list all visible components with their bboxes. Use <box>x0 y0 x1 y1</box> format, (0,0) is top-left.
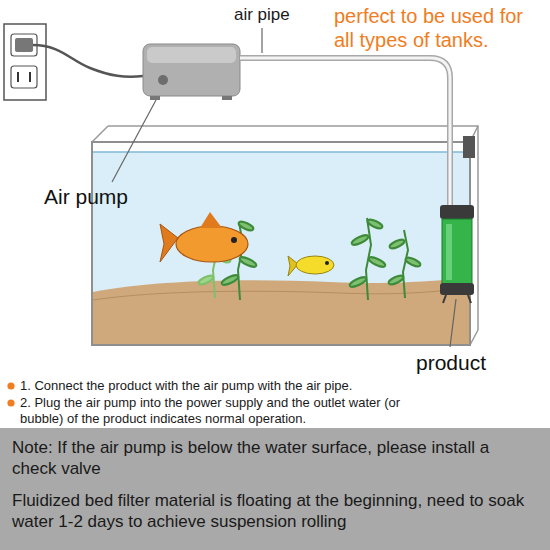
tank-water <box>93 152 469 344</box>
leader-line <box>112 100 156 182</box>
water-plant <box>387 230 421 298</box>
power-cord <box>33 45 143 77</box>
air-pump-body <box>143 44 240 96</box>
orange-fish <box>160 212 248 262</box>
note-text: Note: If the air pump is below the water… <box>12 437 538 480</box>
air-pump-foot <box>150 96 160 100</box>
instruction-text: 2. Plug the air pump into the power supp… <box>20 395 420 426</box>
water-surface <box>93 151 469 153</box>
wall-socket <box>4 24 46 100</box>
air-pump-foot <box>222 96 232 100</box>
socket-outlet <box>11 66 37 88</box>
filter-product <box>440 136 475 303</box>
plug <box>15 38 33 52</box>
bullet-dot <box>7 399 14 406</box>
note-band: Note: If the air pump is below the water… <box>0 428 550 550</box>
bullet-dot <box>7 382 14 389</box>
leader-line <box>450 299 456 347</box>
air-pipe <box>240 58 450 205</box>
tagline: perfect to be used for all types of tank… <box>334 4 548 52</box>
tank-front <box>92 142 470 345</box>
air-pipe-inner <box>240 58 450 205</box>
leader-line <box>261 28 262 53</box>
part-label: air pipe <box>234 5 290 25</box>
note-text: Fluidized bed filter material is floatin… <box>12 490 538 533</box>
air-pump-button <box>158 75 168 85</box>
socket-slots <box>18 72 30 82</box>
instruction-text: 1. Connect the product with the air pump… <box>20 378 420 394</box>
part-label: Air pump <box>44 184 128 209</box>
part-label: product <box>416 350 486 375</box>
air-pump-top <box>147 47 236 63</box>
water-plant <box>349 218 387 300</box>
gravel-edge <box>93 288 469 300</box>
tank-side-edge <box>92 126 478 345</box>
yellow-fish <box>288 256 334 276</box>
gravel <box>93 278 469 344</box>
